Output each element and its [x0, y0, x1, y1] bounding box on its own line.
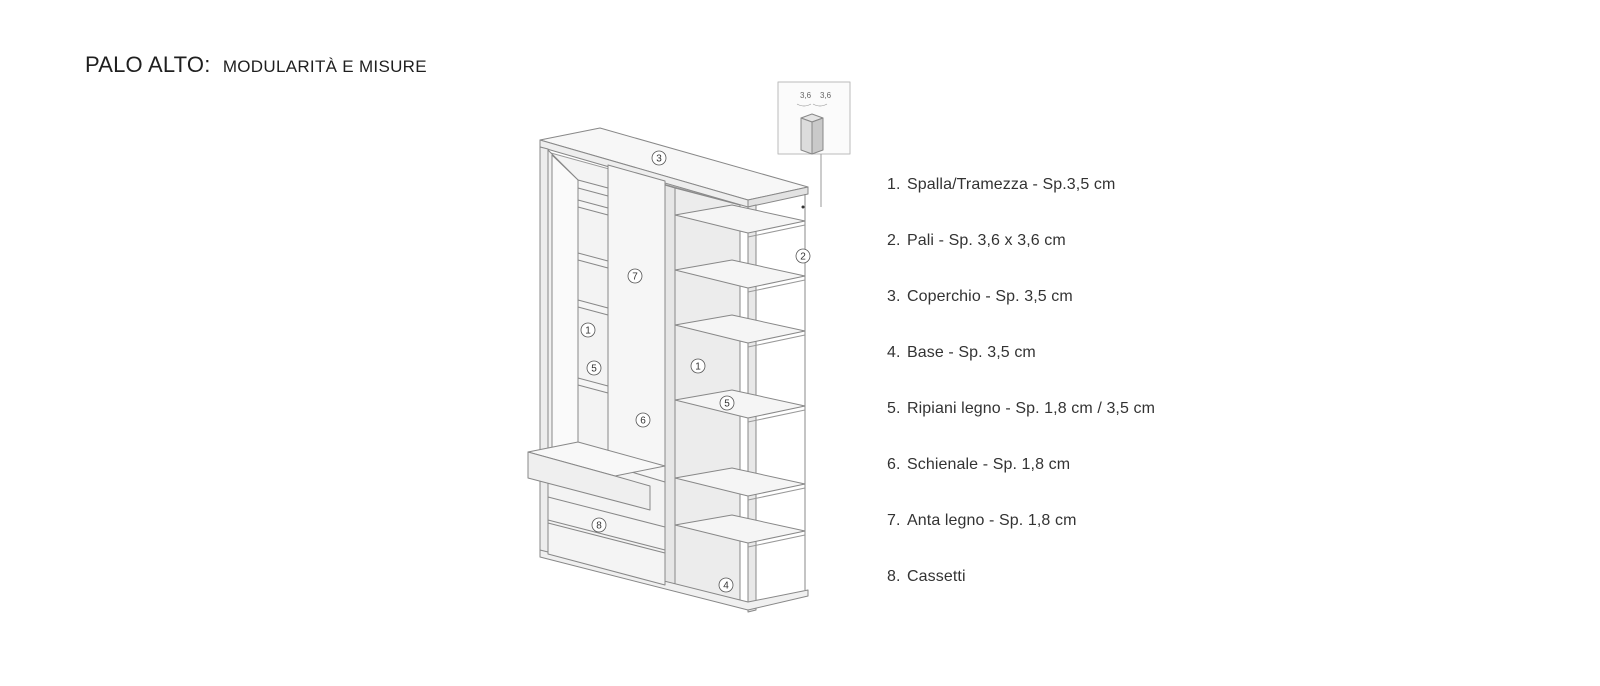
legend-list: 1. Spalla/Tramezza - Sp.3,5 cm 2. Pali - Sp… [887, 176, 1155, 624]
callout-circle [795, 248, 811, 264]
detail-post-left [800, 117, 813, 155]
legend-text: Cassetti [907, 568, 966, 585]
legend-item: 7. Anta legno - Sp. 1,8 cm [887, 512, 1155, 568]
base [539, 549, 809, 611]
callout-number: 3 [656, 154, 662, 165]
callout-number: 8 [596, 521, 602, 532]
legend-number: 3. [887, 288, 901, 305]
detail-dimensions: 3,6 3,6 [796, 91, 832, 107]
page-title: PALO ALTO: MODULARITÀ E MISURE [85, 52, 427, 78]
callout-circle [627, 268, 643, 284]
title-subtitle: MODULARITÀ E MISURE [222, 57, 427, 76]
right-shelves [674, 204, 806, 544]
callout-number: 4 [723, 581, 729, 592]
legend-item: 5. Ripiani legno - Sp. 1,8 cm / 3,5 cm [887, 400, 1155, 456]
detail-dim-b: 3,6 [820, 91, 832, 100]
legend-number: 6. [887, 456, 901, 473]
detail-dim-a: 3,6 [800, 91, 812, 100]
legend-number: 4. [887, 344, 901, 361]
legend-item: 4. Base - Sp. 3,5 cm [887, 344, 1155, 400]
legend-item: 3. Coperchio - Sp. 3,5 cm [887, 288, 1155, 344]
legend-item: 8. Cassetti [887, 568, 1155, 624]
callout-number: 5 [591, 364, 597, 375]
callout-circle [651, 150, 667, 166]
legend-item: 2. Pali - Sp. 3,6 x 3,6 cm [887, 232, 1155, 288]
callout-number: 7 [632, 272, 638, 283]
callout-circle [635, 412, 651, 428]
drawer-2 [547, 522, 666, 586]
legend-number: 2. [887, 232, 901, 249]
legend-number: 7. [887, 512, 901, 529]
drawer-1 [547, 496, 666, 551]
legend-text: Base - Sp. 3,5 cm [907, 344, 1036, 361]
callout-circle [718, 577, 734, 593]
right-door [607, 164, 666, 483]
right-shelf-edges [747, 224, 806, 548]
legend-text: Pali - Sp. 3,6 x 3,6 cm [907, 232, 1066, 249]
left-door-face [551, 154, 579, 471]
callout-circle [591, 517, 607, 533]
legend-number: 8. [887, 568, 901, 585]
callout-circle [586, 360, 602, 376]
legend-number: 5. [887, 400, 901, 417]
detail-post-right [811, 117, 824, 155]
inner-partition [664, 184, 676, 591]
legend-number: 1. [887, 176, 901, 193]
legend-text: Schienale - Sp. 1,8 cm [907, 456, 1071, 473]
callout-number: 1 [695, 362, 701, 373]
left-side-panel [539, 146, 549, 559]
callouts: 3 2 7 1 5 1 5 6 8 4 [580, 150, 811, 593]
detail-pointer-dot [801, 205, 805, 209]
callout-number: 6 [640, 416, 646, 427]
callout-circle [580, 322, 596, 338]
callout-number: 1 [585, 326, 591, 337]
legend-text: Anta legno - Sp. 1,8 cm [907, 512, 1077, 529]
callout-number: 5 [724, 399, 730, 410]
legend-item: 6. Schienale - Sp. 1,8 cm [887, 456, 1155, 512]
callout-circle [719, 395, 735, 411]
title-main: PALO ALTO: [85, 52, 211, 77]
legend-text: Coperchio - Sp. 3,5 cm [907, 288, 1073, 305]
callout-number: 2 [800, 252, 806, 263]
legend-item: 1. Spalla/Tramezza - Sp.3,5 cm [887, 176, 1155, 232]
legend-text: Spalla/Tramezza - Sp.3,5 cm [907, 176, 1116, 193]
callout-circle [690, 358, 706, 374]
legend-text: Ripiani legno - Sp. 1,8 cm / 3,5 cm [907, 400, 1156, 417]
